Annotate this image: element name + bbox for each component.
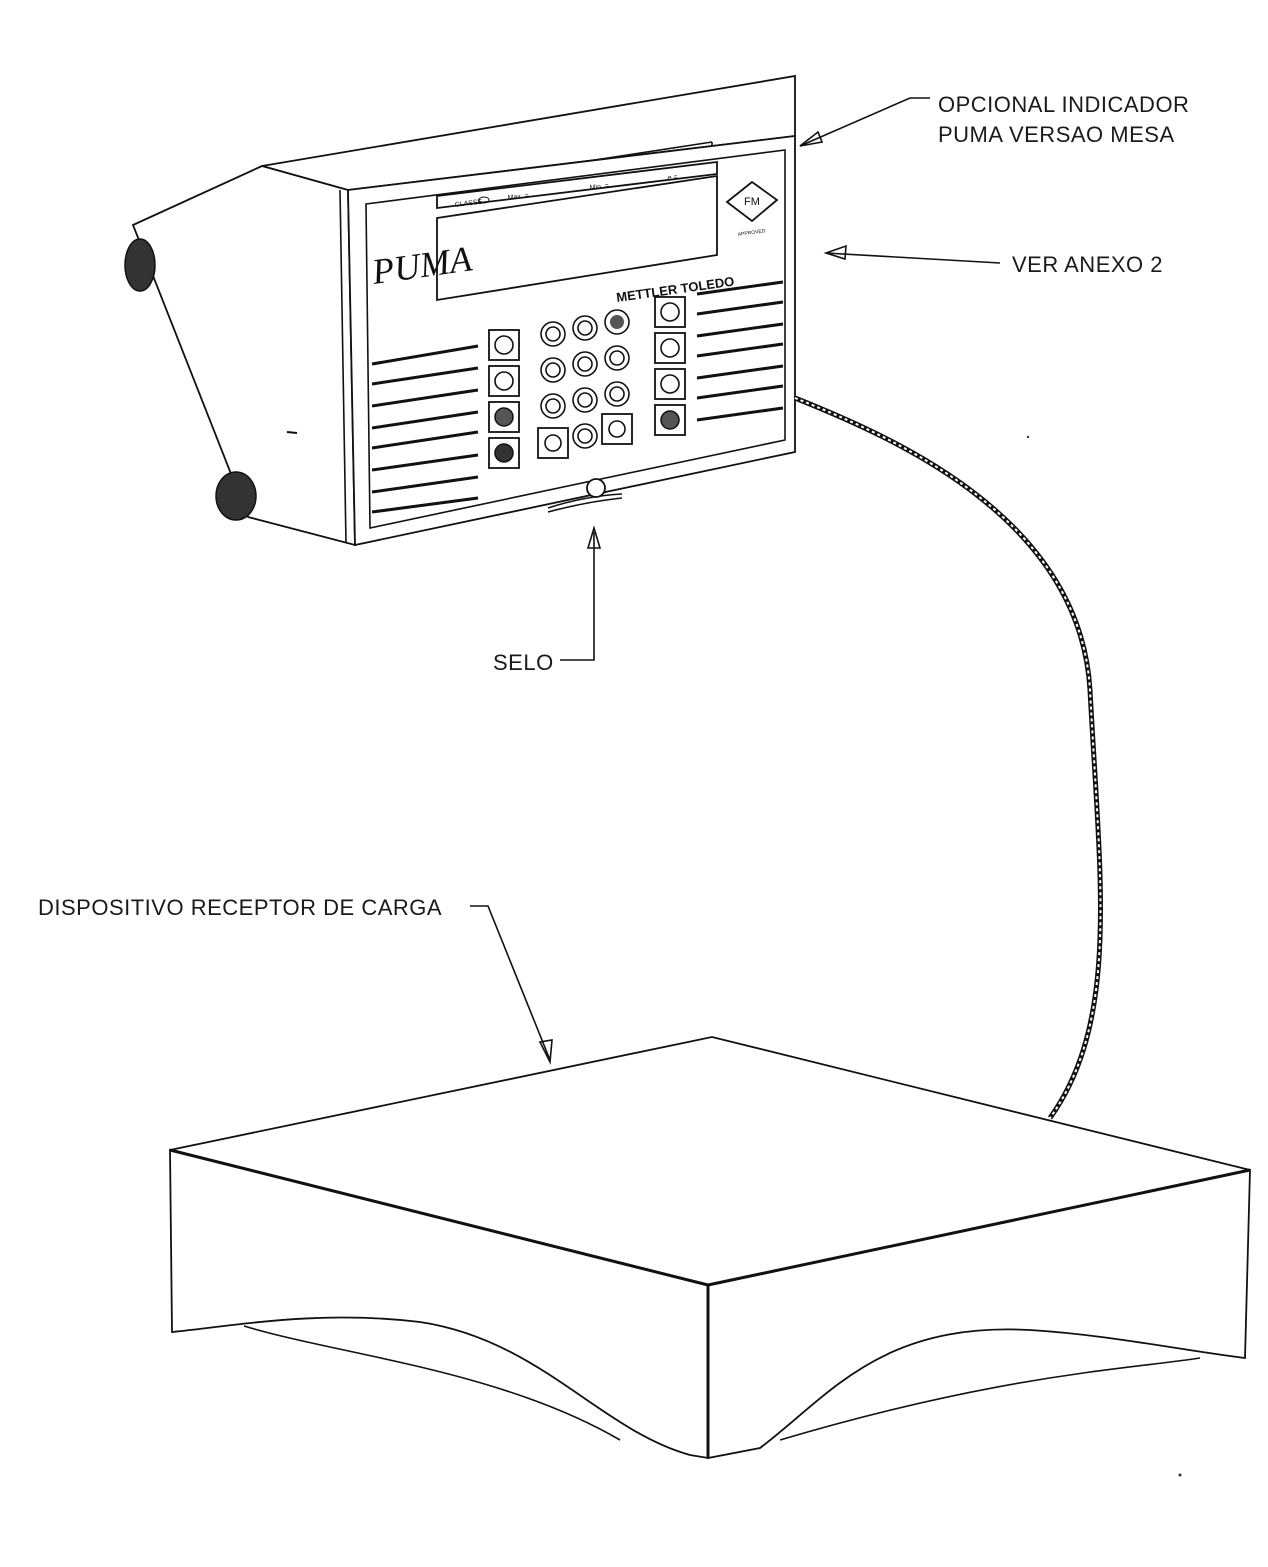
fm-approval-badge [725, 180, 779, 223]
key-right-3 [654, 368, 686, 400]
key-left-1 [488, 329, 520, 361]
callout-indicator: OPCIONAL INDICADOR PUMA VERSAO MESA [799, 92, 1189, 147]
key-num-9 [604, 381, 630, 407]
callout-platform: DISPOSITIVO RECEPTOR DE CARGA [38, 895, 553, 1065]
keypad-right-column [654, 296, 686, 436]
key-num-11 [601, 413, 633, 445]
key-num-0 [572, 423, 598, 449]
front-stripes-right [696, 280, 784, 422]
callout-indicator-line2: PUMA VERSAO MESA [938, 122, 1175, 147]
callout-seal: SELO [493, 525, 602, 675]
keypad-numeric [537, 309, 633, 459]
key-num-5 [572, 351, 598, 377]
platform-right-side [707, 1168, 1251, 1460]
left-knob-upper [124, 238, 156, 292]
identification-plate [436, 160, 718, 210]
plate-min-text: Min. = [589, 183, 609, 192]
key-num-10 [537, 427, 569, 459]
plate-max-text: Max. = [507, 192, 529, 202]
left-knob-lower [215, 471, 257, 521]
fm-badge-text: FM [744, 196, 760, 208]
key-num-6 [604, 345, 630, 371]
plate-e-text: e = [667, 174, 678, 182]
key-num-1 [540, 321, 566, 347]
key-num-4 [540, 357, 566, 383]
key-right-2 [654, 332, 686, 364]
callout-indicator-line1: OPCIONAL INDICADOR [938, 92, 1189, 117]
platform-left-side [169, 1148, 709, 1460]
plate-class-text: CLASSE [454, 199, 483, 209]
indicator-unit: CLASSE Max. = Min. = e = PUMA METTLER TO… [124, 74, 796, 547]
front-stripes-left [371, 344, 479, 514]
key-num-3 [604, 309, 630, 335]
connection-cable [794, 395, 1103, 1120]
keypad-left-column [488, 329, 520, 469]
weight-display [436, 174, 718, 302]
key-num-7 [540, 393, 566, 419]
approved-caption: APPROVED [737, 228, 766, 238]
callout-platform-text: DISPOSITIVO RECEPTOR DE CARGA [38, 895, 442, 920]
key-right-1 [654, 296, 686, 328]
key-num-2 [572, 315, 598, 341]
key-left-2 [488, 365, 520, 397]
callout-annex: VER ANEXO 2 [823, 244, 1163, 277]
load-receptor-platform [169, 1036, 1251, 1460]
seal [547, 478, 623, 513]
callout-seal-text: SELO [493, 650, 554, 675]
key-num-8 [572, 387, 598, 413]
callout-annex-text: VER ANEXO 2 [1012, 252, 1163, 277]
